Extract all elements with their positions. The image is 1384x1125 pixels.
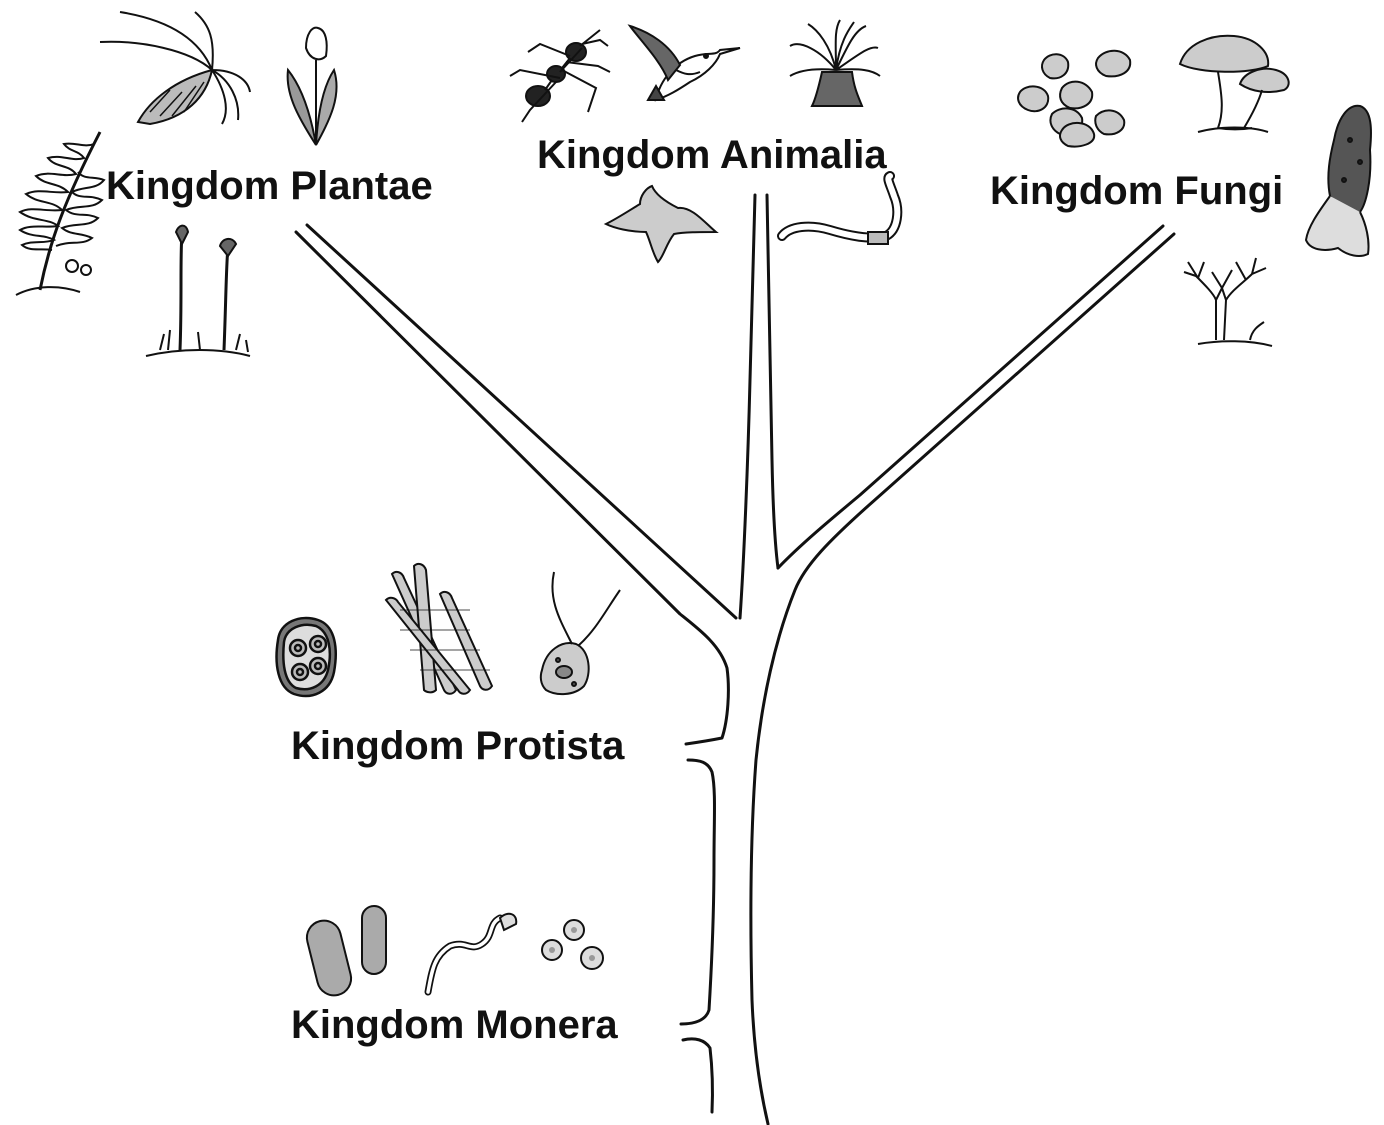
monera-notch xyxy=(681,760,715,1024)
sea-anemone-icon xyxy=(790,20,880,106)
fern-icon xyxy=(16,132,104,295)
cocci-icon xyxy=(542,920,603,969)
trunk-left-bottom xyxy=(683,1039,712,1112)
flagellate-icon xyxy=(541,572,620,694)
animalia-branch-left xyxy=(740,195,755,618)
animalia-branch-right xyxy=(767,195,778,568)
kingdom-plantae-label: Kingdom Plantae xyxy=(106,166,433,206)
morel-icon xyxy=(1306,106,1371,256)
worm-icon xyxy=(782,176,897,244)
kingdom-animalia-label: Kingdom Animalia xyxy=(537,135,887,175)
hummingbird-icon xyxy=(630,26,740,100)
spirillum-icon xyxy=(428,914,516,992)
mushroom-pair-icon xyxy=(1180,36,1289,132)
ant-icon xyxy=(510,30,610,122)
protista-organisms xyxy=(277,564,620,696)
mushroom-cluster-icon xyxy=(1018,51,1130,147)
plantae-branch-inner xyxy=(307,225,736,618)
tulip-icon xyxy=(288,28,337,145)
trunk-right xyxy=(751,234,1174,1124)
starfish-icon xyxy=(606,186,716,262)
carrot-icon xyxy=(100,12,250,124)
kingdom-fungi-label: Kingdom Fungi xyxy=(990,171,1283,211)
rod-bacteria-icon xyxy=(303,906,386,999)
filament-algae-icon xyxy=(386,564,492,694)
kingdom-monera-label: Kingdom Monera xyxy=(291,1005,618,1045)
fungi-branch-inner xyxy=(778,226,1163,568)
monera-organisms xyxy=(303,906,603,999)
moss-icon xyxy=(146,226,250,356)
colony-cell-icon xyxy=(277,618,336,696)
kingdom-protista-label: Kingdom Protista xyxy=(291,726,624,766)
protista-notch xyxy=(296,232,728,744)
coral-fungus-icon xyxy=(1184,258,1272,346)
